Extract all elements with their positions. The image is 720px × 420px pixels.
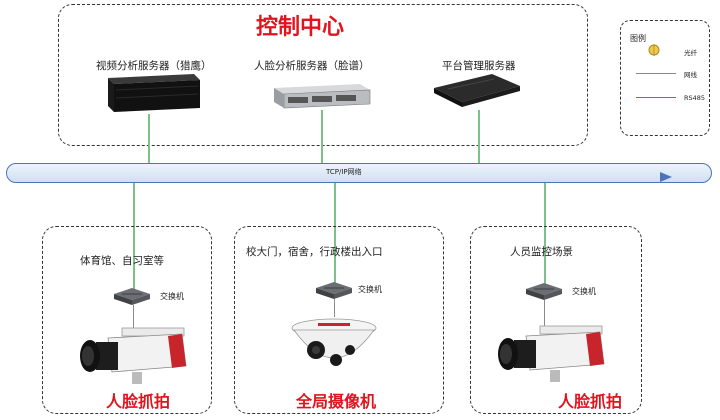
ethernet-legend-line	[636, 73, 676, 74]
video-analysis-server-icon	[108, 74, 200, 112]
server-label-platform-management: 平台管理服务器	[442, 60, 516, 72]
site-box-3	[470, 226, 642, 414]
site-1-box-camera-icon	[80, 327, 187, 384]
site-2-dome-camera-icon	[291, 318, 377, 366]
link-camera-1	[133, 305, 134, 335]
network-label: TCP/IP网络	[326, 168, 362, 176]
site-3-box-camera-icon	[498, 325, 605, 382]
site-3-caption: 人脸抓拍	[558, 392, 623, 411]
site-1-scene-label: 体育馆、自习室等	[80, 255, 164, 267]
platform-server-icon	[434, 74, 520, 107]
site-box-1	[42, 226, 212, 414]
link-site-2	[334, 183, 336, 287]
site-box-2	[234, 226, 444, 414]
server-label-video-analysis: 视频分析服务器（猎鹰）	[96, 60, 212, 72]
site-3-switch-label: 交换机	[572, 287, 596, 296]
fiber-legend-icon	[648, 44, 660, 56]
face-analysis-server-icon	[274, 84, 371, 109]
site-2-switch-label: 交换机	[358, 285, 382, 294]
site-2-scene-label: 校大门，宿舍，行政楼出入口	[246, 246, 383, 258]
legend-label-rs485: RS485	[684, 94, 706, 102]
site-3-switch-icon	[526, 283, 562, 300]
bus-end-arrow-icon	[660, 172, 672, 182]
site-3-scene-label: 人员监控场景	[510, 246, 573, 258]
control-center-box	[58, 4, 588, 146]
legend-box	[620, 20, 710, 136]
legend-title: 图例	[630, 34, 646, 43]
site-1-caption: 人脸抓拍	[106, 392, 171, 411]
link-camera-3	[544, 300, 545, 330]
site-2-switch-icon	[316, 282, 352, 299]
site-1-switch-label: 交换机	[160, 292, 184, 301]
link-video-server	[148, 114, 150, 164]
site-2-caption: 全局摄像机	[296, 392, 377, 411]
link-platform-server	[478, 110, 480, 164]
rs485-legend-line	[636, 97, 676, 98]
control-center-title: 控制中心	[256, 15, 345, 40]
legend-label-fiber: 光纤	[684, 49, 697, 57]
link-site-1	[133, 183, 135, 293]
link-face-server	[321, 110, 323, 164]
link-site-3	[544, 183, 546, 289]
legend-label-ethernet: 网线	[684, 71, 697, 79]
link-camera-2	[334, 299, 335, 317]
site-1-switch-icon	[114, 288, 150, 305]
server-label-face-analysis: 人脸分析服务器（脸谱）	[254, 60, 370, 72]
tcp-ip-network-bus	[6, 163, 712, 183]
